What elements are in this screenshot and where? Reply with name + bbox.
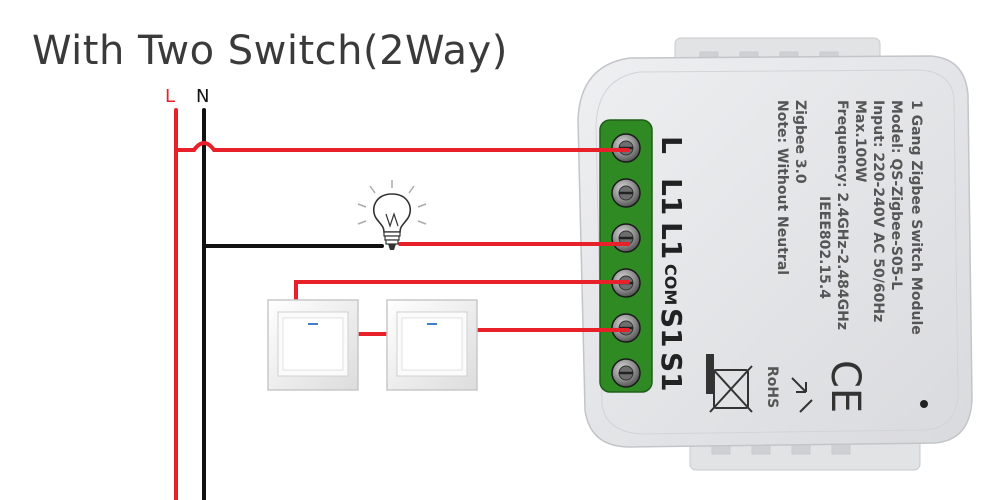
com-to-switch-1 [294, 280, 630, 304]
diagram-title: With Two Switch(2Way) [32, 28, 508, 74]
terminal-screw [611, 178, 641, 208]
line-to-terminal-l [174, 141, 630, 152]
weee-bin-icon [706, 354, 753, 413]
module-zigbee: Zigbee 3.0 [792, 100, 808, 184]
terminal-label-com: COM [661, 264, 680, 305]
neutral-wire-label: N [196, 86, 210, 107]
switch-1 [267, 299, 359, 391]
recycle-arrow-icon [791, 377, 813, 413]
module-max: Max.100W [852, 100, 868, 182]
switch-2 [386, 299, 478, 391]
terminal-block [599, 119, 653, 393]
terminal-label-l1-b: L1 [655, 222, 688, 259]
module-ieee: IEEE802.15.4 [816, 196, 832, 299]
terminal-labels: L L1 L1 COM S1 S1 [655, 136, 688, 392]
terminal-label-l: L [655, 136, 688, 154]
terminal-label-s1-b: S1 [655, 352, 688, 392]
module-spec-text: 1 Gang Zigbee Switch Module Model: QS-Zi… [774, 100, 924, 335]
terminal-screw [611, 358, 641, 388]
module-model: Model: QS-Zigbee-S05-L [888, 100, 904, 290]
terminal-screw [611, 223, 641, 253]
wires [174, 108, 630, 500]
module-input: Input: 220-240V AC 50/60Hz [870, 100, 886, 322]
switch-module [577, 37, 973, 471]
module-indicator-dot [920, 400, 928, 408]
terminal-label-l1-a: L1 [655, 178, 688, 215]
ce-mark: CE [822, 360, 868, 413]
module-body [577, 55, 973, 448]
rohs-mark: RoHS [764, 366, 780, 408]
module-frequency: Frequency: 2.4GHz-2.484GHz [834, 100, 850, 330]
line-wire-label: L [165, 86, 176, 107]
terminal-label-s1-a: S1 [655, 308, 688, 348]
module-note: Note: Without Neutral [774, 100, 790, 275]
light-bulb-icon [357, 180, 427, 250]
module-title: 1 Gang Zigbee Switch Module [908, 100, 924, 335]
